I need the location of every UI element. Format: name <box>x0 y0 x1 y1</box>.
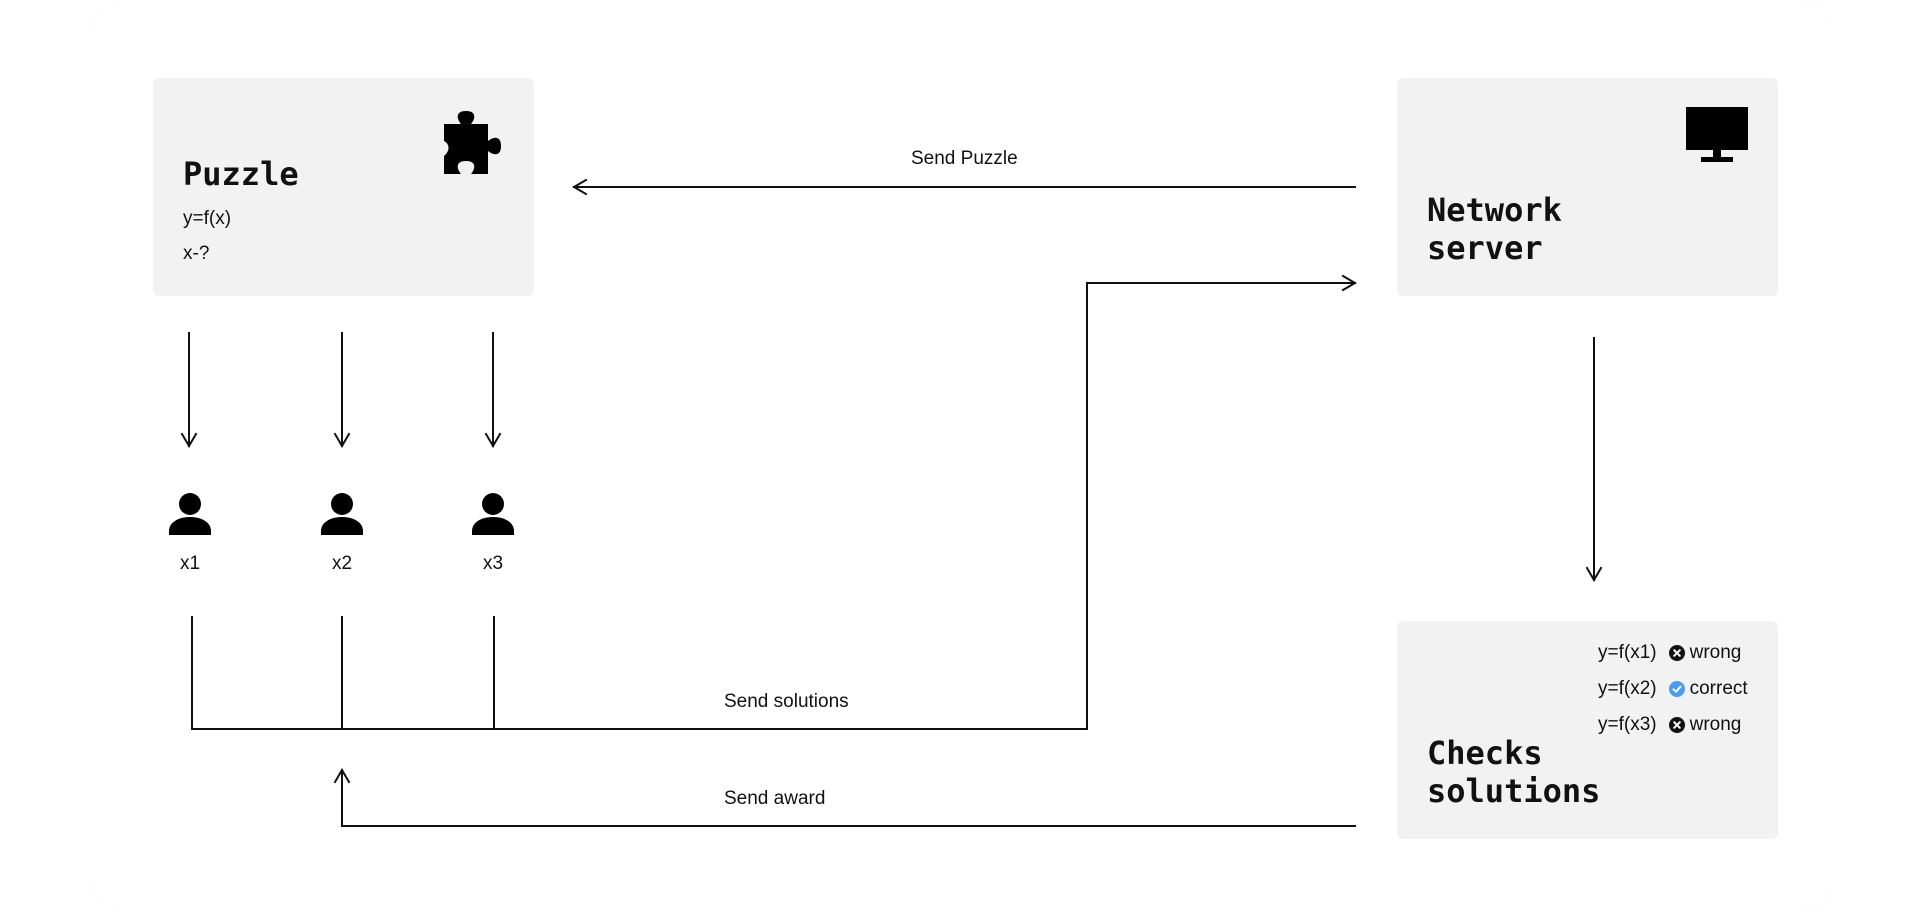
checks-title-line1: Checks <box>1427 734 1543 772</box>
send-puzzle-arrowhead <box>572 178 588 196</box>
server-to-checks-arrow <box>1585 337 1603 582</box>
send-award-arrow <box>341 769 1356 827</box>
send-solutions-arrow <box>191 282 1356 730</box>
solver-3: x3 <box>453 492 533 576</box>
network-server-title-line2: server <box>1427 229 1543 267</box>
check-row-2-status: correct <box>1689 678 1748 699</box>
send-solutions-label: Send solutions <box>724 691 849 712</box>
check-row-1: y=f(x1) wrong <box>1598 639 1741 667</box>
checks-title-line2: solutions <box>1427 772 1601 810</box>
puzzle-to-solver-3-arrow <box>484 332 502 448</box>
check-row-3-status: wrong <box>1689 714 1742 735</box>
check-row-1-equation: y=f(x1) <box>1598 642 1657 663</box>
send-award-label: Send award <box>724 788 826 809</box>
puzzle-to-solver-1-arrow <box>180 332 198 448</box>
puzzle-equation: y=f(x) <box>183 208 232 229</box>
person-icon <box>472 493 514 535</box>
send-puzzle-label: Send Puzzle <box>911 148 1018 169</box>
puzzle-question: x-? <box>183 243 210 264</box>
puzzle-title: Puzzle <box>183 155 299 193</box>
solver-2: x2 <box>302 492 382 576</box>
x-circle-icon <box>1668 717 1685 733</box>
solver-2-label: x2 <box>331 553 353 574</box>
check-row-2-equation: y=f(x2) <box>1598 678 1657 699</box>
x-circle-icon <box>1668 645 1685 661</box>
solver-3-label: x3 <box>482 553 504 574</box>
person-icon <box>169 493 211 535</box>
monitor-icon <box>1686 107 1748 162</box>
check-row-1-status: wrong <box>1689 642 1742 663</box>
checks-solutions-box <box>1397 621 1778 839</box>
check-row-2: y=f(x2) correct <box>1598 675 1748 703</box>
network-server-title-line1: Network <box>1427 191 1562 229</box>
send-award-arrowhead <box>333 768 351 784</box>
puzzle-to-solver-2-arrow <box>333 332 351 448</box>
check-row-3: y=f(x3) wrong <box>1598 711 1741 739</box>
puzzle-piece-icon <box>444 111 501 174</box>
send-solutions-arrowhead <box>1341 274 1357 292</box>
check-circle-icon <box>1668 681 1685 697</box>
solver-1: x1 <box>150 492 230 576</box>
person-icon <box>321 493 363 535</box>
check-row-3-equation: y=f(x3) <box>1598 714 1657 735</box>
solver-1-label: x1 <box>179 553 201 574</box>
